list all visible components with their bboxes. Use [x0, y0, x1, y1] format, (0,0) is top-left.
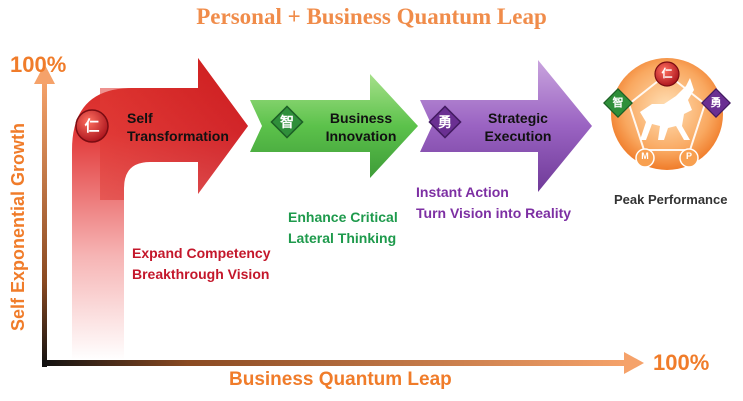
business-innovation-arrow [250, 74, 418, 178]
stage-3-caption-2: Turn Vision into Reality [416, 205, 572, 221]
stage-1-captions: Expand Competency Breakthrough Vision [132, 243, 270, 285]
emblem-p-badge [679, 148, 699, 168]
strategic-execution-arrow [420, 60, 592, 192]
stage-2-caption-2: Lateral Thinking [288, 230, 397, 246]
emblem-m-badge [635, 148, 655, 168]
emblem-top-glyph: 仁 [661, 67, 673, 80]
stage-3-title-line2: Execution [484, 128, 552, 144]
stage-3-captions: Instant Action Turn Vision into Reality [416, 182, 571, 224]
stage-1-glyph: 仁 [84, 117, 100, 135]
emblem-pentagon [627, 72, 707, 151]
stage-2-title-line1: Business [329, 110, 393, 126]
emblem-top-badge [654, 61, 680, 87]
stage-3-badge [428, 105, 462, 139]
emblem-p-letter: P [685, 151, 692, 161]
y-axis-arrowhead [34, 64, 55, 84]
red-arrow-shade [100, 58, 248, 200]
emblem-left-badge [603, 88, 633, 118]
stage-3-title: Strategic Execution [478, 109, 558, 145]
stage-2-badge [270, 105, 304, 139]
x-axis-line [42, 360, 626, 366]
stage-2-glyph: 智 [280, 115, 294, 131]
stage-1-title-line1: Self [127, 110, 153, 126]
stage-1-badge [75, 109, 109, 143]
stage-1-caption-2: Breakthrough Vision [132, 266, 270, 282]
emblem-left-glyph: 智 [612, 96, 624, 109]
stage-2-captions: Enhance Critical Lateral Thinking [288, 207, 398, 249]
stage-1-title-line2: Transformation [127, 128, 229, 144]
emblem-right-badge [701, 88, 731, 118]
unicorn-icon [640, 78, 694, 140]
stage-1-title: Self Transformation [127, 109, 229, 145]
x-axis-max-label: 100% [653, 350, 710, 375]
diagram-title: Personal + Business Quantum Leap [196, 4, 547, 29]
stage-1-caption-1: Expand Competency [132, 245, 271, 261]
stage-3-glyph: 勇 [438, 115, 452, 131]
mindpower-leadership-emblem [603, 58, 731, 170]
y-axis-label: Self Exponential Growth [8, 122, 28, 332]
stage-3-caption-1: Instant Action [416, 184, 509, 200]
x-axis-label: Business Quantum Leap [229, 369, 452, 390]
peak-performance-label: Peak Performance [614, 192, 728, 207]
stage-3-title-line1: Strategic [488, 110, 548, 126]
stage-2-caption-1: Enhance Critical [288, 209, 398, 225]
stage-2-title: Business Innovation [322, 109, 400, 145]
y-axis-max-label: 100% [10, 52, 67, 77]
x-axis-arrowhead [624, 352, 644, 374]
emblem-m-letter: M [641, 151, 649, 161]
y-axis-line [42, 82, 47, 367]
stage-2-title-line2: Innovation [325, 128, 397, 144]
emblem-right-glyph: 勇 [710, 96, 722, 109]
